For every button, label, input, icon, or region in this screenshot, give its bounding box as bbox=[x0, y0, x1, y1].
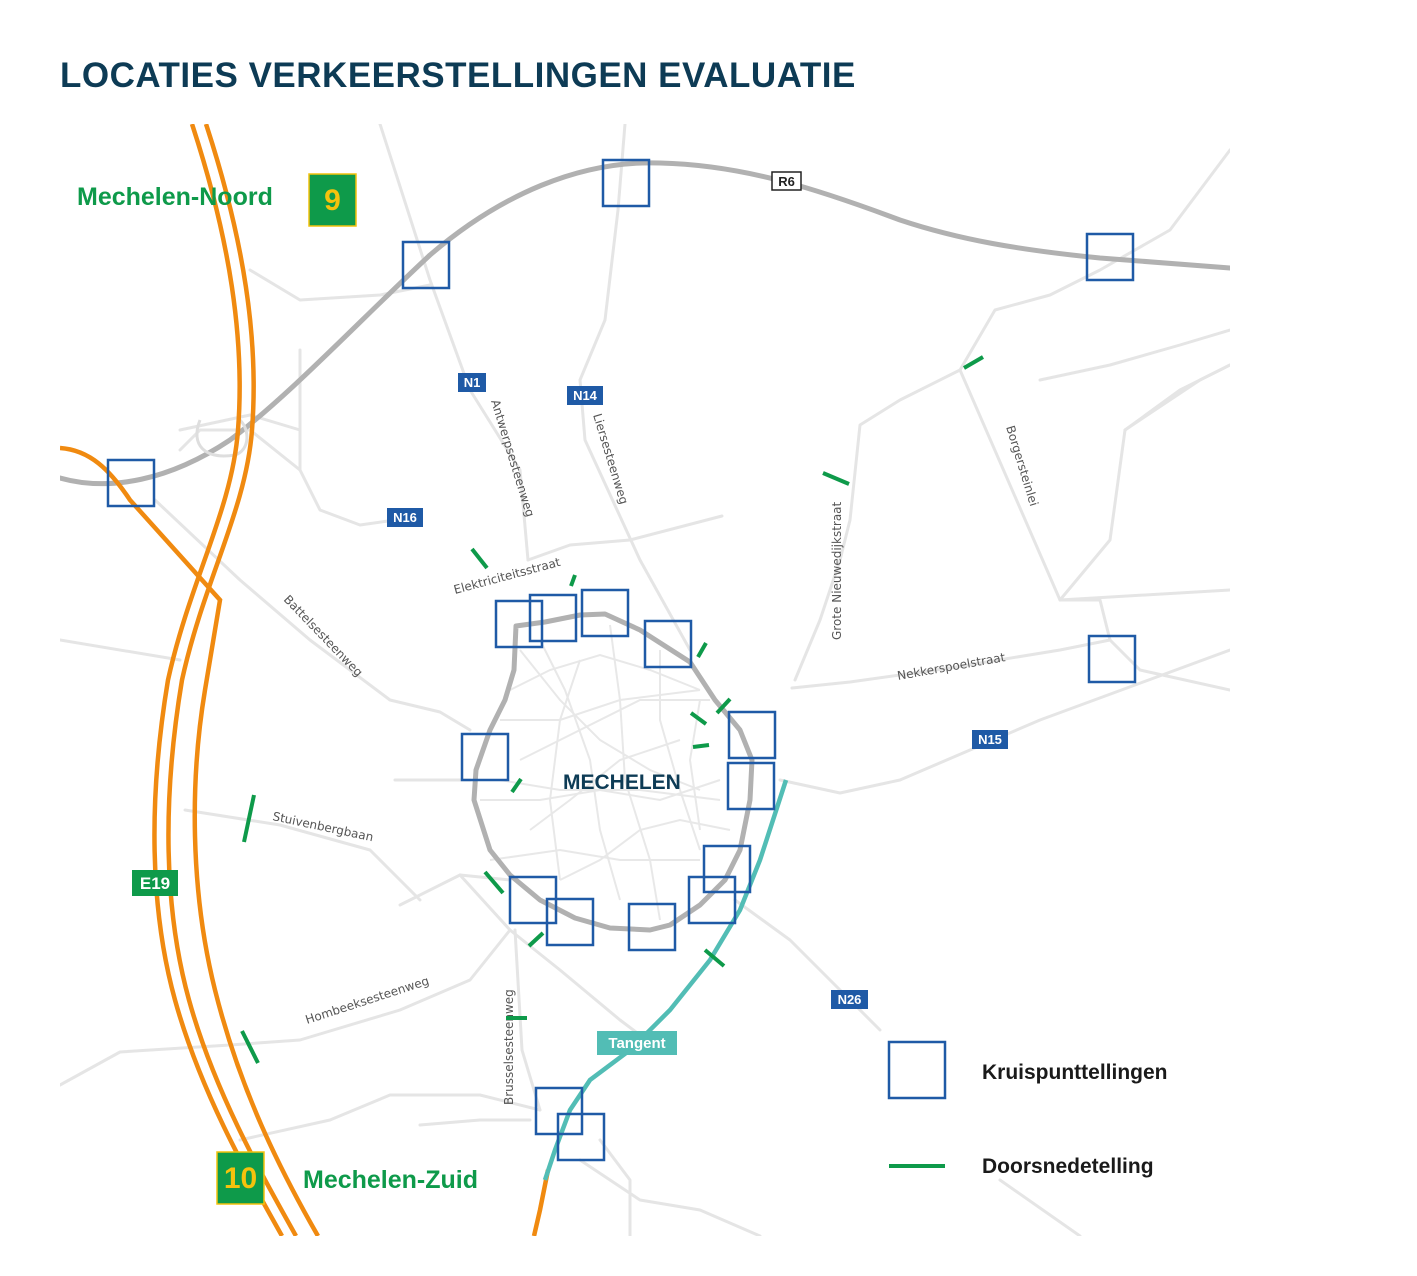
shield-n16: N16 bbox=[387, 508, 423, 527]
intersection-marker bbox=[528, 593, 578, 643]
intersection-marker bbox=[702, 844, 752, 894]
r6-ring-road bbox=[60, 160, 1230, 487]
tangent-south-orange bbox=[531, 1169, 551, 1236]
map-canvas bbox=[60, 124, 1230, 1236]
cross-section-marker bbox=[822, 471, 850, 486]
exit-number: 9 bbox=[324, 184, 341, 217]
svg-text:E19: E19 bbox=[140, 874, 170, 893]
shield-n1: N1 bbox=[458, 373, 486, 392]
shield-e19: E19 bbox=[132, 870, 178, 896]
svg-text:N26: N26 bbox=[838, 992, 862, 1007]
cross-section-marker bbox=[689, 711, 708, 726]
intersection-marker bbox=[1087, 634, 1137, 684]
e19-highway bbox=[152, 124, 298, 1236]
label-borgersteinlei: Borgersteinlei bbox=[1003, 424, 1041, 508]
label-liersesteenweg: Liersesteenweg bbox=[590, 412, 631, 506]
intersection-marker bbox=[580, 588, 630, 638]
exit-mechelen-noord: Mechelen-Noord 9 bbox=[77, 173, 357, 227]
intersection-marker bbox=[627, 902, 677, 952]
shield-n26: N26 bbox=[831, 990, 868, 1009]
exit-name: Mechelen-Noord bbox=[77, 183, 273, 211]
intersection-marker bbox=[460, 732, 510, 782]
road-shields: R6 N1 N14 N16 N15 N26 E19 Tangent bbox=[132, 171, 1008, 1055]
intersection-counts bbox=[106, 158, 1137, 1162]
svg-text:R6: R6 bbox=[778, 174, 795, 189]
exit-name: Mechelen-Zuid bbox=[303, 1166, 478, 1194]
svg-text:N1: N1 bbox=[464, 375, 481, 390]
cross-section-marker bbox=[470, 547, 489, 570]
cross-section-marker bbox=[569, 574, 577, 587]
cross-section-marker bbox=[240, 1030, 260, 1064]
intersection-marker bbox=[545, 897, 595, 947]
label-brusselsesteenweg: Brusselsesteenweg bbox=[502, 989, 516, 1105]
svg-text:N15: N15 bbox=[978, 732, 1002, 747]
intersection-marker bbox=[601, 158, 651, 208]
svg-text:Tangent: Tangent bbox=[608, 1035, 665, 1052]
label-antwerpsesteenweg: Antwerpsesteenweg bbox=[488, 398, 537, 519]
page-title: LOCATIES VERKEERSTELLINGEN EVALUATIE bbox=[60, 56, 856, 95]
street-labels: Antwerpsesteenweg Liersesteenweg Borgers… bbox=[271, 398, 1041, 1105]
cross-section-marker bbox=[962, 355, 985, 370]
cross-section-marker bbox=[242, 794, 256, 843]
intersection-marker bbox=[401, 240, 451, 290]
legend-intersection-swatch bbox=[887, 1040, 947, 1100]
n16-orange-connector bbox=[60, 445, 320, 1236]
label-battelsesteenweg: Battelsesteenweg bbox=[281, 592, 366, 679]
cross-section-marker bbox=[692, 743, 710, 749]
shield-n14: N14 bbox=[567, 386, 603, 405]
inner-city-ring bbox=[471, 611, 755, 933]
svg-text:N16: N16 bbox=[393, 510, 417, 525]
minor-streets bbox=[60, 124, 1230, 1236]
cross-section-marker bbox=[527, 931, 545, 948]
cross-section-marker bbox=[715, 697, 732, 715]
intersection-marker bbox=[494, 599, 544, 649]
shield-r6: R6 bbox=[771, 171, 802, 191]
legend: Kruispunttellingen Doorsnedetelling bbox=[887, 1040, 1168, 1178]
label-grote-nieuwedijkstraat: Grote Nieuwedijkstraat bbox=[830, 501, 844, 640]
legend-intersection-label: Kruispunttellingen bbox=[982, 1061, 1168, 1084]
intersection-marker bbox=[556, 1112, 606, 1162]
intersection-marker bbox=[687, 875, 737, 925]
intersection-marker bbox=[643, 619, 693, 669]
intersection-marker bbox=[106, 458, 156, 508]
city-centre-streets bbox=[480, 624, 731, 921]
legend-cross-section-label: Doorsnedetelling bbox=[982, 1155, 1154, 1178]
label-nekkerspoelstraat: Nekkerspoelstraat bbox=[896, 650, 1006, 683]
svg-text:N14: N14 bbox=[573, 388, 598, 403]
cross-section-counts bbox=[240, 355, 985, 1064]
shield-n15: N15 bbox=[972, 730, 1008, 749]
intersection-marker bbox=[1085, 232, 1135, 282]
intersection-marker bbox=[727, 710, 777, 760]
exit-number: 10 bbox=[224, 1162, 257, 1195]
shield-tangent: Tangent bbox=[597, 1031, 677, 1055]
cross-section-marker bbox=[510, 777, 523, 794]
exit-mechelen-zuid: 10 Mechelen-Zuid bbox=[216, 1151, 478, 1205]
cross-section-marker bbox=[483, 870, 505, 895]
intersection-marker bbox=[726, 761, 776, 811]
cross-section-marker bbox=[703, 948, 726, 968]
cross-section-marker bbox=[696, 642, 708, 658]
label-elektriciteitsstraat: Elektriciteitsstraat bbox=[452, 555, 562, 597]
city-label: MECHELEN bbox=[563, 771, 681, 794]
